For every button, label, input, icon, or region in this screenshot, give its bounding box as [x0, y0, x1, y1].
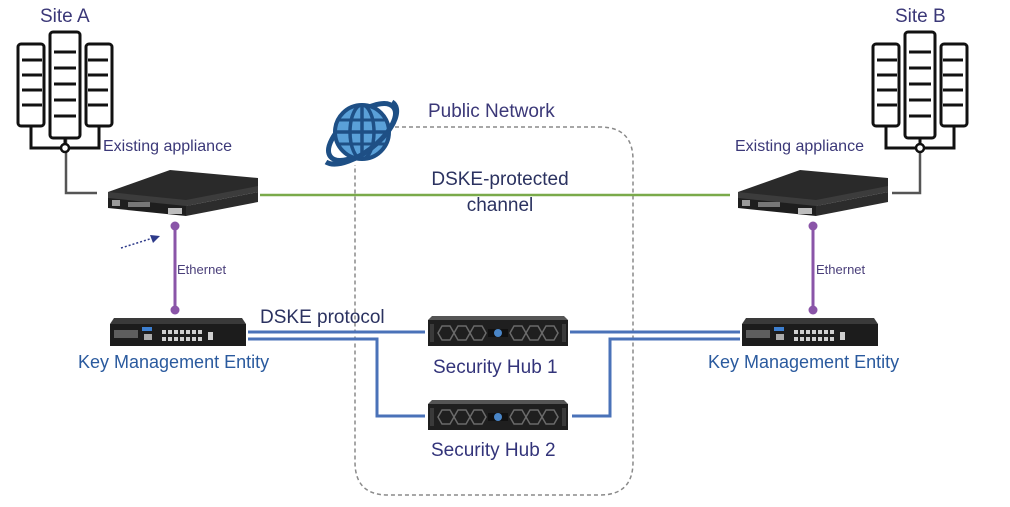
ethernet-link-a: [170, 221, 180, 315]
site-a-uplink: [64, 135, 97, 195]
security-hub-1-icon: [427, 315, 569, 347]
site-a-server-rack-icon: [16, 30, 114, 154]
site-b-uplink: [892, 135, 922, 195]
dske-protocol-label: DSKE protocol: [260, 307, 385, 328]
site-b-server-rack-icon: [871, 30, 969, 154]
site-a-appliance-label: Existing appliance: [103, 138, 232, 155]
security-hub-2-label: Security Hub 2: [431, 440, 556, 461]
channel-label-line2: channel: [466, 195, 534, 216]
site-b-kme-label: Key Management Entity: [708, 352, 900, 372]
site-b-ethernet-label: Ethernet: [816, 262, 866, 277]
site-a-appliance-icon: [108, 170, 258, 216]
site-b-kme-device-icon: [742, 318, 878, 346]
site-b-appliance-icon: [738, 170, 888, 216]
dotted-arrow-icon: [120, 235, 160, 249]
site-b-label: Site B: [895, 6, 946, 27]
site-a-ethernet-label: Ethernet: [177, 262, 227, 277]
site-a-kme-device-icon: [110, 318, 246, 346]
site-a-label: Site A: [40, 6, 90, 27]
dske-protocol-links: [248, 330, 740, 418]
public-network-label: Public Network: [428, 101, 555, 122]
globe-icon: [324, 99, 400, 167]
security-hub-2-icon: [427, 399, 569, 431]
channel-label-line1: DSKE-protected: [431, 169, 569, 190]
ethernet-link-b: [808, 221, 818, 315]
public-network-boundary: [354, 126, 634, 496]
security-hub-1-label: Security Hub 1: [433, 357, 558, 378]
site-b-appliance-label: Existing appliance: [735, 138, 864, 155]
dske-protected-channel-label: DSKE-protected channel: [410, 167, 590, 219]
site-a-kme-label: Key Management Entity: [78, 352, 270, 372]
